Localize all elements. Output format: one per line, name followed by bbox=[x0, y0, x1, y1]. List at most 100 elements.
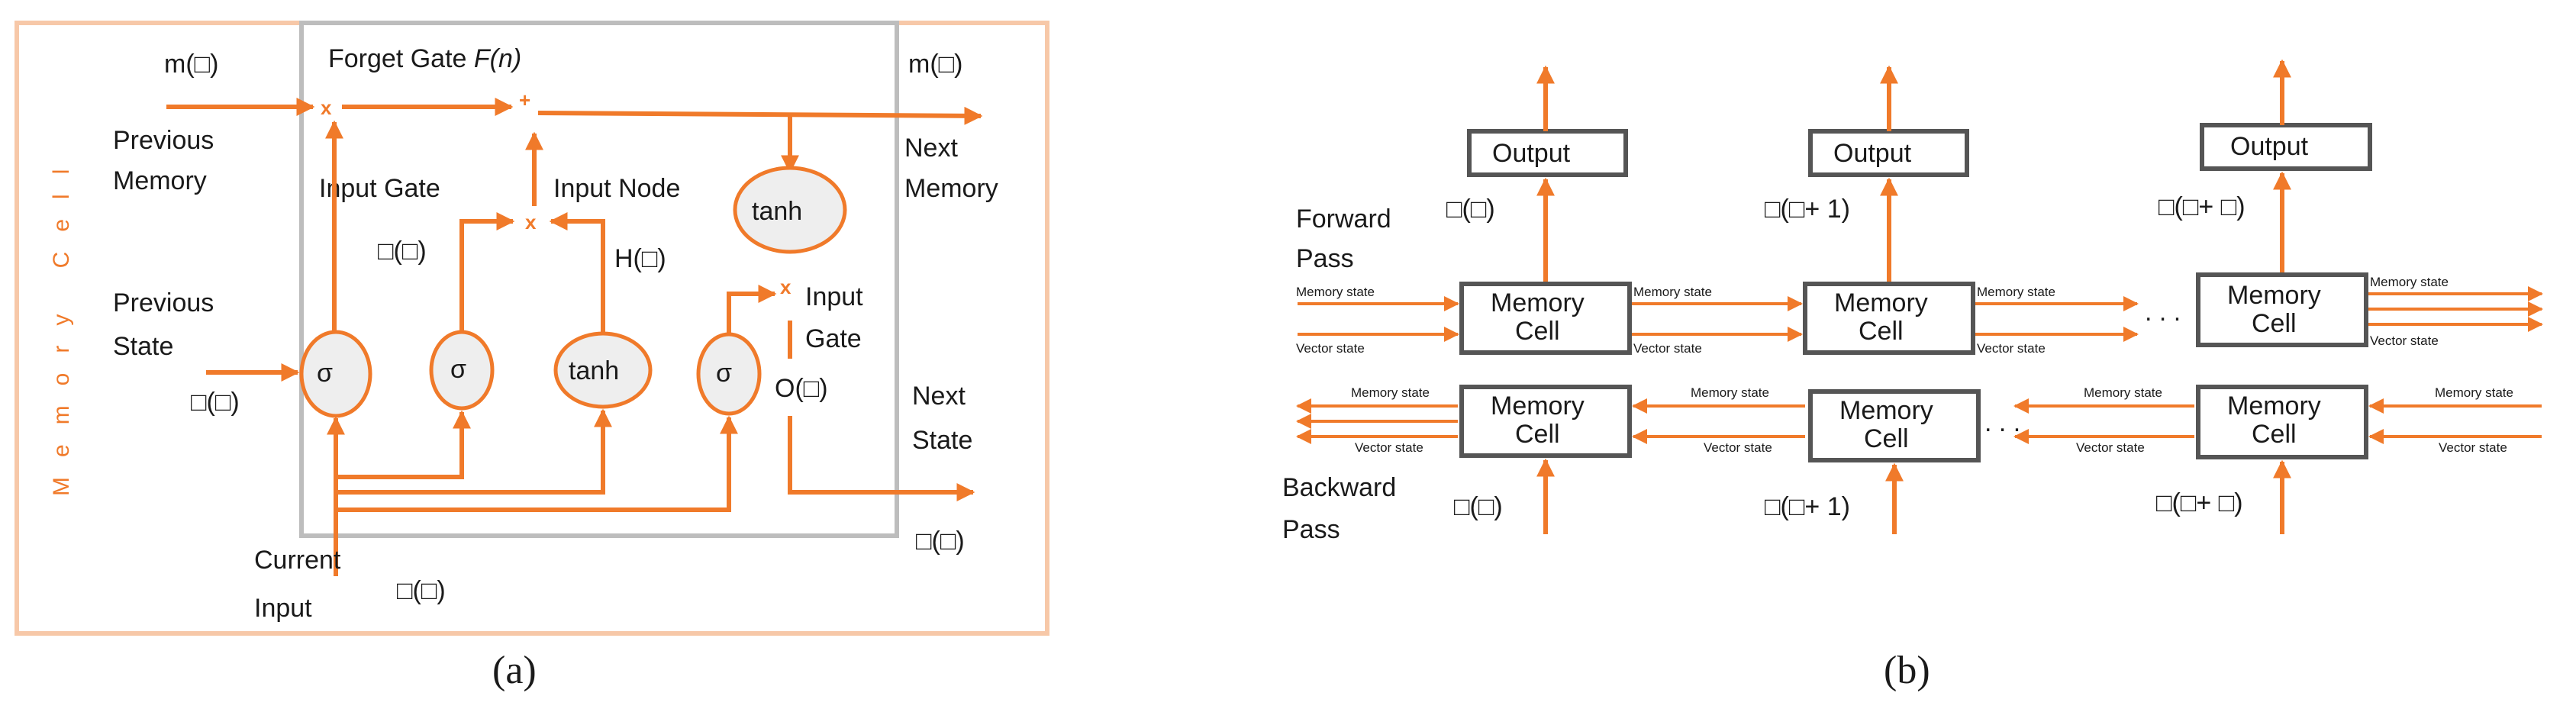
output-gate-label-1: Input bbox=[805, 282, 863, 311]
forget-sigma-gate bbox=[299, 330, 372, 418]
memory-plus: + bbox=[519, 89, 530, 111]
next-memory-arrow bbox=[537, 106, 983, 125]
input-sigma-gate bbox=[429, 330, 495, 411]
next-memory-label-1: Next bbox=[904, 134, 958, 163]
x-n-backward: □(□) bbox=[1454, 492, 1503, 521]
output-gate-value: O(□) bbox=[775, 374, 828, 403]
backward-cell-3-l2: Cell bbox=[2252, 420, 2297, 449]
backward-cell-1-l2: Cell bbox=[1515, 420, 1560, 449]
input-gate-label: Input Gate bbox=[319, 174, 440, 203]
fwd-2-3-mem-label: Memory state bbox=[1977, 285, 2055, 299]
output-label-3: Output bbox=[2230, 132, 2309, 161]
input-multiply: x bbox=[525, 211, 537, 234]
input-node-label: Input Node bbox=[553, 174, 680, 203]
panel-b-caption: (b) bbox=[1884, 649, 1930, 692]
backward-pass-label-1: Backward bbox=[1282, 473, 1396, 502]
bwd-in-mem-label: Memory state bbox=[2435, 385, 2513, 400]
previous-memory-label-1: Previous bbox=[113, 126, 214, 155]
forget-gate-label: Forget Gate F(n) bbox=[328, 44, 521, 73]
input-gate-value: □(□) bbox=[378, 237, 427, 266]
previous-state-label-2: State bbox=[113, 332, 173, 361]
bwd-2-1-vec-label: Vector state bbox=[1704, 440, 1772, 455]
input-node-tanh bbox=[553, 331, 653, 409]
h-n-forward: □(□) bbox=[1446, 195, 1495, 224]
bwd-out-vec-label: Vector state bbox=[1355, 440, 1423, 455]
backward-cell-1 bbox=[1459, 385, 1632, 458]
tanh-output-label: tanh bbox=[752, 197, 802, 226]
input-node-value: H(□) bbox=[614, 244, 666, 273]
backward-cell-2-l2: Cell bbox=[1864, 424, 1909, 453]
current-input-value: □(□) bbox=[397, 576, 446, 605]
h-nk-forward: □(□+ □) bbox=[2158, 192, 2246, 221]
fwd-1-2-vec-label: Vector state bbox=[1633, 341, 1702, 356]
input-sigma-symbol: σ bbox=[450, 355, 466, 384]
bwd-3-2-mem-label: Memory state bbox=[2084, 385, 2162, 400]
forward-cell-1-l1: Memory bbox=[1491, 288, 1585, 317]
current-input-label-2: Input bbox=[254, 594, 312, 623]
forward-cell-2 bbox=[1803, 282, 1975, 355]
next-state-arrow bbox=[788, 416, 975, 501]
x-n1-backward: □(□+ 1) bbox=[1765, 492, 1850, 521]
forward-cell-2-l1: Memory bbox=[1834, 288, 1928, 317]
h-n1-forward: □(□+ 1) bbox=[1765, 195, 1850, 224]
backward-pass-label-2: Pass bbox=[1282, 515, 1340, 544]
output-multiply: x bbox=[780, 276, 791, 298]
forward-cell-1 bbox=[1459, 282, 1632, 355]
fwd-in-vec-label: Vector state bbox=[1296, 341, 1365, 356]
output-sigma-line bbox=[727, 285, 777, 334]
forget-multiply: x bbox=[321, 96, 332, 119]
fwd-out-mem-label: Memory state bbox=[2370, 275, 2449, 289]
previous-state-value: □(□) bbox=[191, 388, 240, 417]
backward-cell-3 bbox=[2196, 385, 2368, 459]
output-gate-label-2: Gate bbox=[805, 324, 862, 353]
x-nk-backward: □(□+ □) bbox=[2156, 488, 2243, 517]
bus-to-output-sigma bbox=[336, 415, 738, 512]
output-sigma-symbol: σ bbox=[716, 359, 732, 388]
fwd-2-3-vec-label: Vector state bbox=[1977, 341, 2046, 356]
backward-ellipsis: . . . bbox=[1984, 408, 2020, 437]
forget-sigma-symbol: σ bbox=[317, 359, 333, 388]
bwd-2-1-mem-label: Memory state bbox=[1691, 385, 1769, 400]
current-input-label-1: Current bbox=[254, 546, 341, 575]
panel-b: Output Output Output □(□) □(□+ 1) □(□+ □… bbox=[1282, 59, 2543, 692]
output-label-2: Output bbox=[1833, 139, 1912, 168]
bus-to-input-sigma bbox=[336, 410, 471, 479]
backward-cell-2-l1: Memory bbox=[1839, 396, 1933, 425]
bwd-in-vec-label: Vector state bbox=[2439, 440, 2507, 455]
forward-cell-2-l2: Cell bbox=[1859, 317, 1904, 346]
panel-a-caption: (a) bbox=[492, 649, 537, 692]
forward-pass-label-1: Forward bbox=[1296, 205, 1391, 234]
next-state-value: □(□) bbox=[916, 527, 965, 556]
backward-cell-2 bbox=[1808, 389, 1981, 462]
panel-a: Memory Cell Forget Gate F(n) m(□) m(□) P… bbox=[15, 21, 1049, 692]
backward-cell-3-l1: Memory bbox=[2227, 392, 2321, 420]
output-box-3 bbox=[2200, 123, 2372, 171]
bwd-out-mem-label: Memory state bbox=[1351, 385, 1430, 400]
input-node-tanh-label: tanh bbox=[569, 356, 619, 385]
previous-memory-label-2: Memory bbox=[113, 166, 207, 195]
m-in-label: m(□) bbox=[164, 50, 219, 79]
m-out-label: m(□) bbox=[908, 50, 963, 79]
forward-cell-3-l1: Memory bbox=[2227, 281, 2321, 310]
next-state-label-2: State bbox=[912, 426, 972, 455]
next-state-label-1: Next bbox=[912, 382, 966, 411]
backward-cell-1-l1: Memory bbox=[1491, 392, 1585, 420]
forward-cell-1-l2: Cell bbox=[1515, 317, 1560, 346]
input-sigma-line bbox=[459, 212, 515, 336]
forward-cell-3-l2: Cell bbox=[2252, 309, 2297, 338]
cell-inner-box bbox=[299, 21, 899, 538]
forward-ellipsis: . . . bbox=[2145, 298, 2181, 327]
bus-to-input-node bbox=[336, 408, 612, 495]
bwd-3-2-vec-label: Vector state bbox=[2076, 440, 2145, 455]
tanh-output-node bbox=[733, 166, 847, 254]
next-memory-label-2: Memory bbox=[904, 174, 998, 203]
input-node-line bbox=[549, 212, 605, 336]
fwd-1-2-mem-label: Memory state bbox=[1633, 285, 1712, 299]
previous-state-label-1: Previous bbox=[113, 288, 214, 317]
forward-pass-label-2: Pass bbox=[1296, 244, 1354, 273]
output-label-1: Output bbox=[1492, 139, 1571, 168]
memory-cell-vertical-label: Memory Cell bbox=[49, 150, 74, 496]
fwd-in-mem-label: Memory state bbox=[1296, 285, 1375, 299]
fwd-out-vec-label: Vector state bbox=[2370, 334, 2439, 348]
